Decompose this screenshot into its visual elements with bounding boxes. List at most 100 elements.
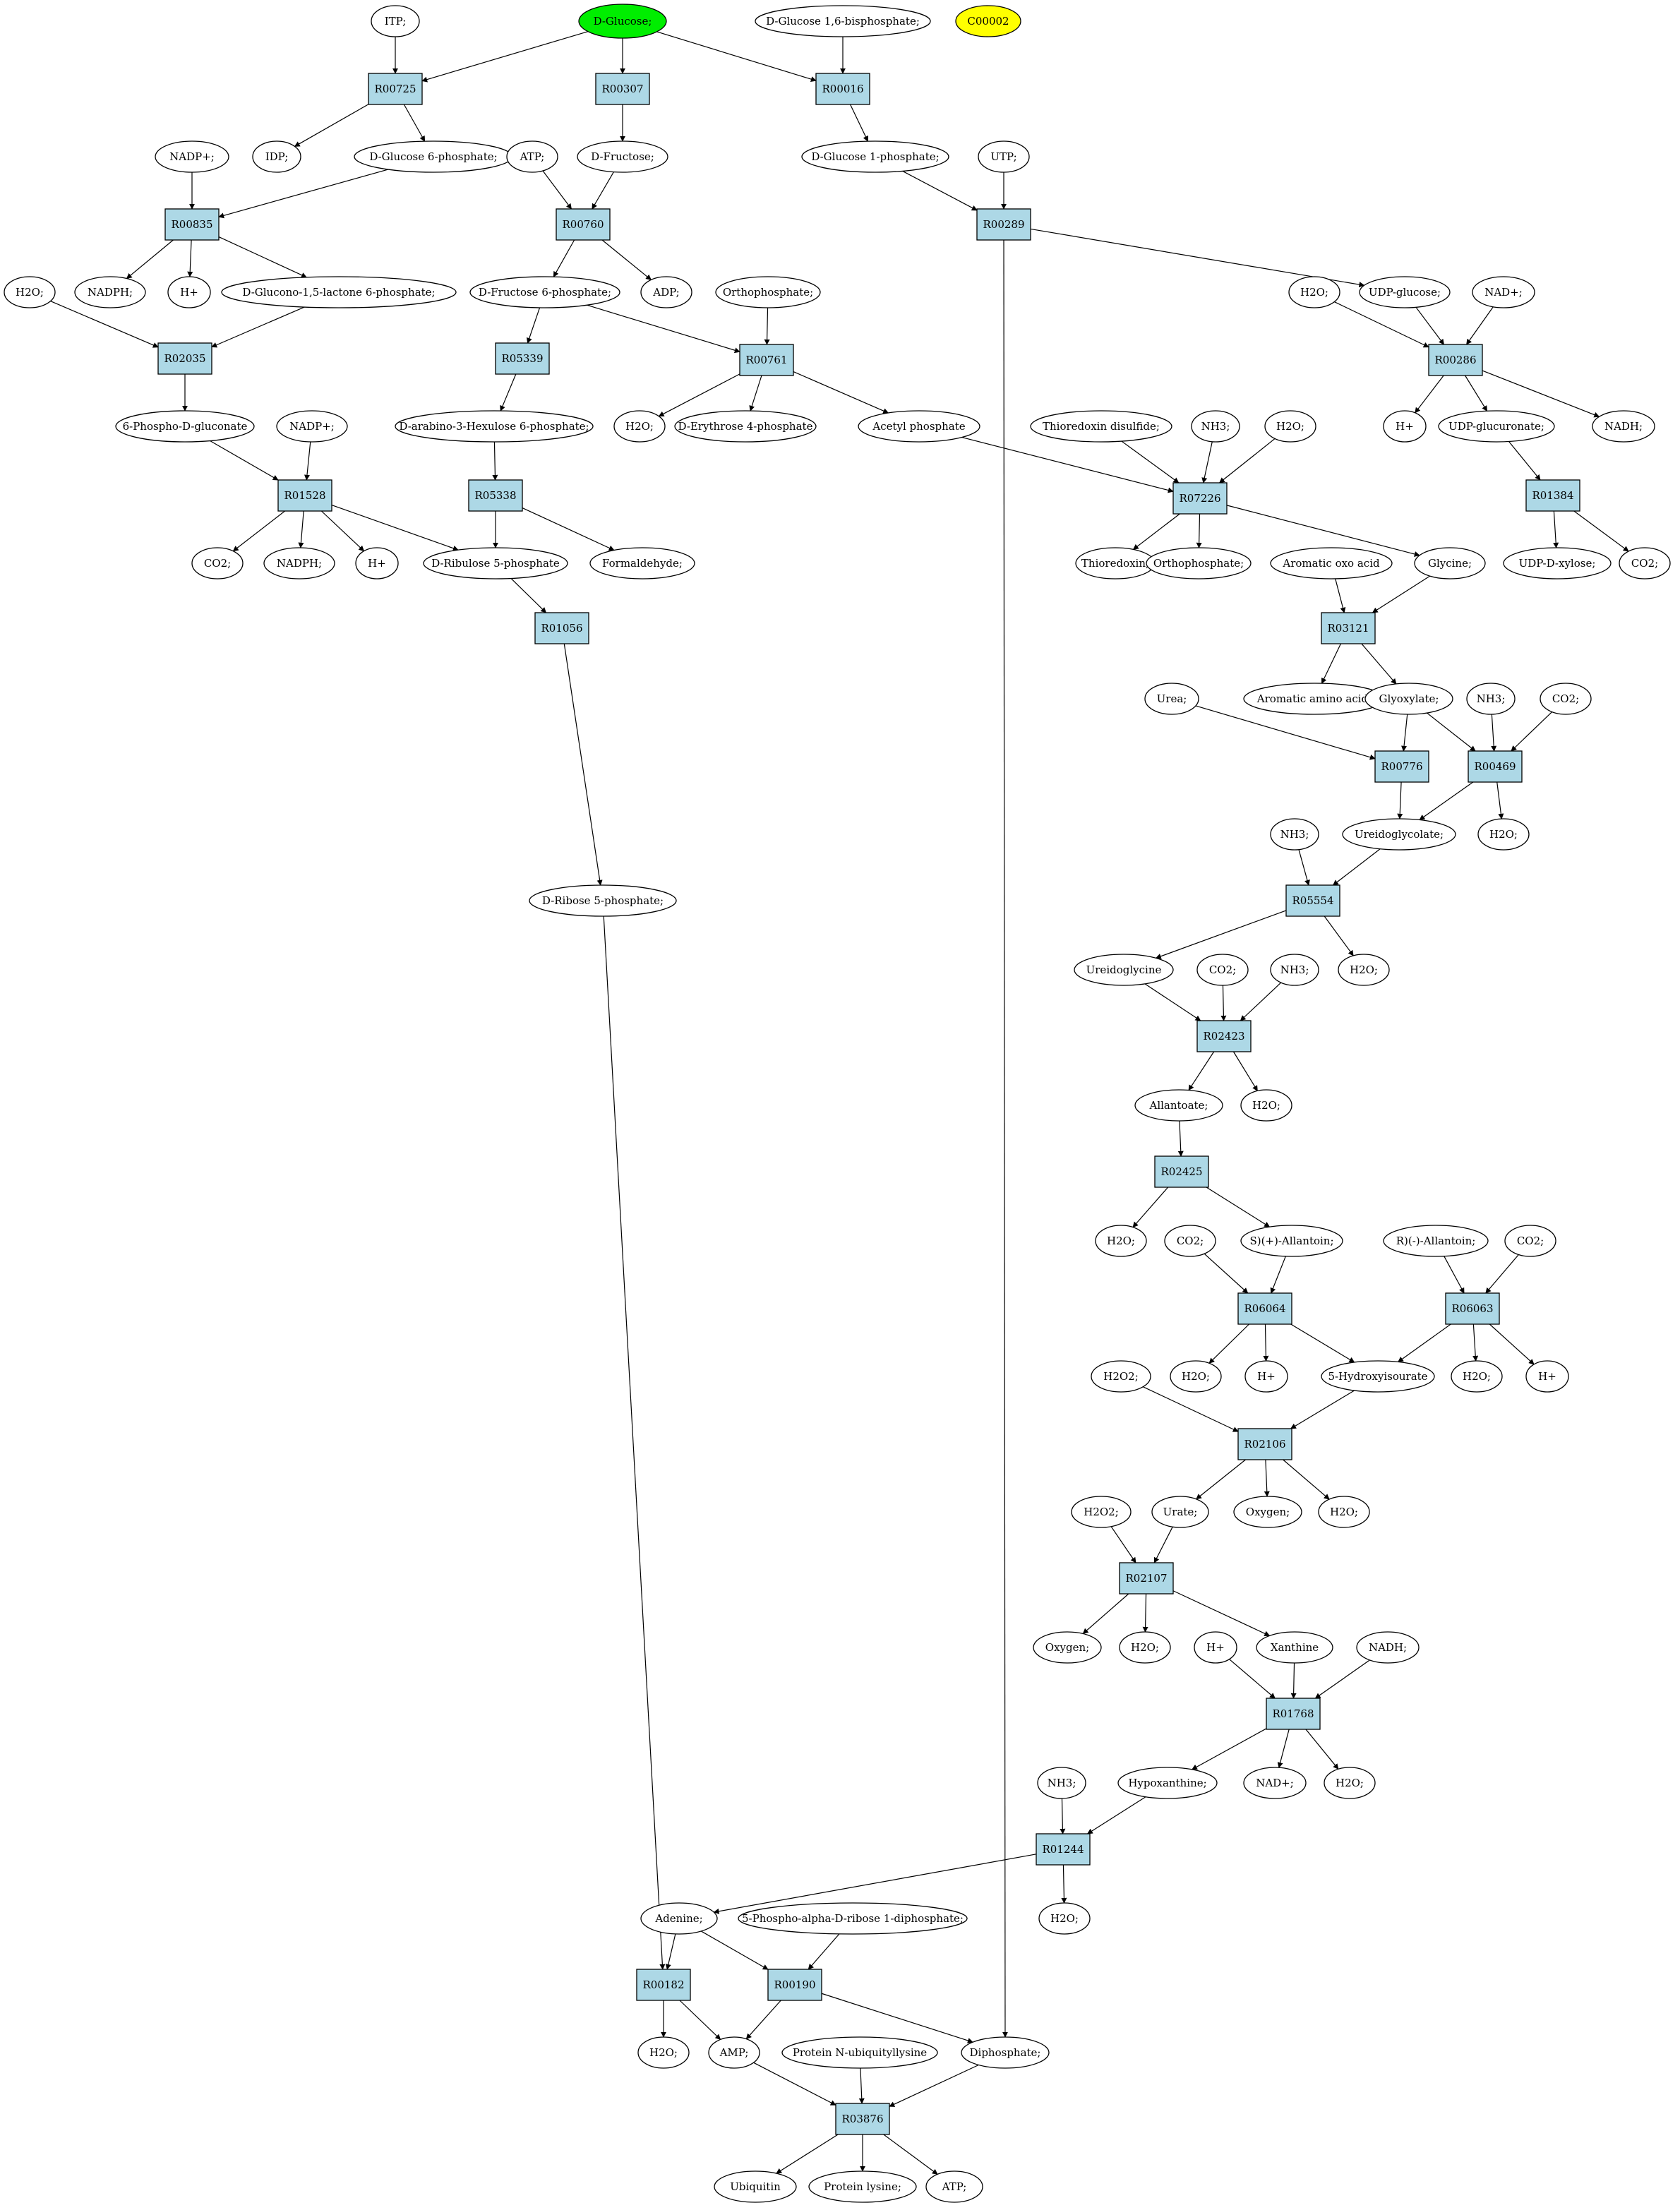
compound-node-c_f6p[interactable]: D-Fructose 6-phosphate; (469, 276, 620, 308)
reaction-node-R03876[interactable]: R03876 (835, 2103, 890, 2135)
compound-node-c_nad_1[interactable]: NAD+; (1472, 276, 1535, 308)
compound-node-c_protlys[interactable]: Protein lysine; (808, 2170, 917, 2203)
compound-node-c_h2o2_2[interactable]: H2O2; (1071, 1496, 1132, 1528)
compound-node-c_g6p[interactable]: D-Glucose 6-phosphate; (354, 140, 513, 173)
reaction-node-R01768[interactable]: R01768 (1266, 1698, 1321, 1730)
compound-node-c_5hiu[interactable]: 5-Hydroxyisourate (1321, 1360, 1435, 1393)
compound-node-c_ureidoglycine[interactable]: Ureidoglycine (1074, 954, 1174, 986)
compound-node-c_udpglcua[interactable]: UDP-glucuronate; (1438, 410, 1555, 443)
reaction-node-R00776[interactable]: R00776 (1374, 750, 1429, 783)
compound-node-c_xanthine[interactable]: Xanthine (1256, 1631, 1333, 1664)
compound-node-c_r5p[interactable]: D-Ribose 5-phosphate; (529, 884, 677, 917)
compound-node-c_trx[interactable]: Thioredoxin; (1075, 547, 1156, 579)
compound-node-c_hplus_4[interactable]: H+ (1244, 1360, 1288, 1393)
compound-node-c_ureidogly[interactable]: Ureidoglycolate; (1342, 818, 1456, 851)
compound-node-c_nh3_3[interactable]: NH3; (1270, 818, 1319, 851)
compound-node-c_h2o_9[interactable]: H2O; (1170, 1360, 1222, 1393)
compound-node-c_hplus_5[interactable]: H+ (1525, 1360, 1569, 1393)
compound-node-c_itp[interactable]: ITP; (371, 5, 420, 37)
compound-node-c_6pg[interactable]: 6-Phospho-D-gluconate (115, 410, 255, 443)
compound-node-c_h2o_7[interactable]: H2O; (1240, 1089, 1292, 1122)
compound-node-c_udpxyl[interactable]: UDP-D-xylose; (1503, 547, 1612, 579)
compound-node-c_co2_3[interactable]: CO2; (1540, 683, 1592, 715)
compound-node-c_acetylp[interactable]: Acetyl phosphate (858, 410, 980, 443)
compound-node-c_aromaa[interactable]: Aromatic amino acid; (1243, 683, 1386, 715)
compound-node-c_hplus_2[interactable]: H+ (1383, 410, 1427, 443)
compound-node-c_atp_1[interactable]: ATP; (506, 140, 558, 173)
compound-node-c_glucose[interactable]: D-Glucose; (578, 4, 667, 39)
compound-node-c_utp[interactable]: UTP; (978, 140, 1030, 173)
compound-node-c_glucono[interactable]: D-Glucono-1,5-lactone 6-phosphate; (221, 276, 457, 308)
compound-node-c_h2o2_1[interactable]: H2O2; (1091, 1360, 1151, 1393)
compound-node-c_idp[interactable]: IDP; (252, 140, 301, 173)
compound-node-c_co2_2[interactable]: CO2; (1619, 547, 1671, 579)
reaction-node-R07226[interactable]: R07226 (1172, 482, 1228, 515)
reaction-node-R02106[interactable]: R02106 (1237, 1428, 1292, 1460)
reaction-node-R01528[interactable]: R01528 (277, 479, 332, 512)
compound-node-c_nad_2[interactable]: NAD+; (1243, 1767, 1307, 1799)
compound-node-c_h2o_11[interactable]: H2O; (1318, 1496, 1370, 1528)
compound-node-c_ubiquitin[interactable]: Ubiquitin (714, 2170, 797, 2203)
reaction-node-R00182[interactable]: R00182 (636, 1969, 691, 2001)
compound-node-c_hypoxanthine[interactable]: Hypoxanthine; (1117, 1767, 1218, 1799)
compound-node-c_hplus_6[interactable]: H+ (1194, 1631, 1237, 1664)
reaction-node-R00289[interactable]: R00289 (976, 208, 1031, 241)
compound-node-c_trxss[interactable]: Thioredoxin disulfide; (1030, 410, 1172, 443)
compound-node-c_c00002[interactable]: C00002 (955, 5, 1021, 37)
reaction-node-R05554[interactable]: R05554 (1285, 884, 1340, 917)
compound-node-c_ru5p[interactable]: D-Ribulose 5-phosphate (423, 547, 568, 579)
compound-node-c_h2o_8[interactable]: H2O; (1095, 1225, 1147, 1257)
reaction-node-R00835[interactable]: R00835 (164, 208, 220, 241)
compound-node-c_nh3_4[interactable]: NH3; (1270, 954, 1319, 986)
reaction-node-R00016[interactable]: R00016 (815, 73, 870, 105)
compound-node-c_h2o_2[interactable]: H2O; (1288, 276, 1340, 308)
compound-node-c_ortho_2[interactable]: Orthophosphate; (1146, 547, 1252, 579)
compound-node-c_oxygen_1[interactable]: Oxygen; (1233, 1496, 1302, 1528)
compound-node-c_h2o_14[interactable]: H2O; (1038, 1902, 1091, 1935)
reaction-node-R00761[interactable]: R00761 (739, 344, 794, 376)
compound-node-c_nadh_1[interactable]: NADH; (1592, 410, 1655, 443)
compound-node-c_nadph_2[interactable]: NADPH; (263, 547, 335, 579)
compound-node-c_formald[interactable]: Formaldehyde; (589, 547, 695, 579)
reaction-node-R05338[interactable]: R05338 (468, 479, 523, 512)
compound-node-c_co2_6[interactable]: CO2; (1504, 1225, 1556, 1257)
compound-node-c_nadp_2[interactable]: NADP+; (276, 410, 348, 443)
compound-node-c_h2o_3[interactable]: H2O; (613, 410, 666, 443)
reaction-node-R03121[interactable]: R03121 (1321, 612, 1376, 644)
compound-node-c_amp[interactable]: AMP; (708, 2036, 760, 2069)
reaction-node-R02107[interactable]: R02107 (1119, 1562, 1174, 1595)
reaction-node-R01244[interactable]: R01244 (1036, 1833, 1091, 1866)
compound-node-c_adenine[interactable]: Adenine; (640, 1902, 718, 1935)
reaction-node-R00307[interactable]: R00307 (595, 73, 650, 105)
reaction-node-R02423[interactable]: R02423 (1196, 1020, 1252, 1052)
compound-node-c_allantoate[interactable]: Allantoate; (1134, 1089, 1223, 1122)
compound-node-c_h2o_1[interactable]: H2O; (4, 276, 56, 308)
compound-node-c_urea[interactable]: Urea; (1144, 683, 1199, 715)
compound-node-c_co2_1[interactable]: CO2; (191, 547, 244, 579)
compound-node-c_rallantoin[interactable]: R)(-)-Allantoin; (1383, 1225, 1489, 1257)
compound-node-c_udpglc[interactable]: UDP-glucose; (1359, 276, 1451, 308)
compound-node-c_fructose[interactable]: D-Fructose; (577, 140, 668, 173)
compound-node-c_g16bp[interactable]: D-Glucose 1,6-bisphosphate; (755, 5, 931, 37)
compound-node-c_nadh_2[interactable]: NADH; (1356, 1631, 1420, 1664)
compound-node-c_h2o_6[interactable]: H2O; (1338, 954, 1390, 986)
reaction-node-R00190[interactable]: R00190 (767, 1969, 822, 2001)
compound-node-c_glyoxylate[interactable]: Glyoxylate; (1364, 683, 1453, 715)
compound-node-c_nh3_1[interactable]: NH3; (1191, 410, 1240, 443)
reaction-node-R06063[interactable]: R06063 (1445, 1292, 1500, 1325)
compound-node-c_h2o_13[interactable]: H2O; (1324, 1767, 1376, 1799)
compound-node-c_e4p[interactable]: D-Erythrose 4-phosphate (674, 410, 817, 443)
compound-node-c_aromoxo[interactable]: Aromatic oxo acid (1270, 547, 1393, 579)
reaction-node-R00469[interactable]: R00469 (1468, 750, 1523, 783)
compound-node-c_diphosphate[interactable]: Diphosphate; (961, 2036, 1050, 2069)
reaction-node-R01384[interactable]: R01384 (1525, 479, 1580, 512)
compound-node-c_nh3_5[interactable]: NH3; (1037, 1767, 1086, 1799)
compound-node-c_h2o_15[interactable]: H2O; (637, 2036, 690, 2069)
compound-node-c_protub[interactable]: Protein N-ubiquityllysine (781, 2036, 938, 2069)
compound-node-c_oxygen_2[interactable]: Oxygen; (1033, 1631, 1102, 1664)
compound-node-c_g1p[interactable]: D-Glucose 1-phosphate; (801, 140, 949, 173)
reaction-node-R02425[interactable]: R02425 (1154, 1155, 1209, 1188)
compound-node-c_arabino[interactable]: D-arabino-3-Hexulose 6-phosphate; (395, 410, 594, 443)
compound-node-c_nadp_1[interactable]: NADP+; (155, 140, 229, 173)
compound-node-c_glycine[interactable]: Glycine; (1414, 547, 1486, 579)
